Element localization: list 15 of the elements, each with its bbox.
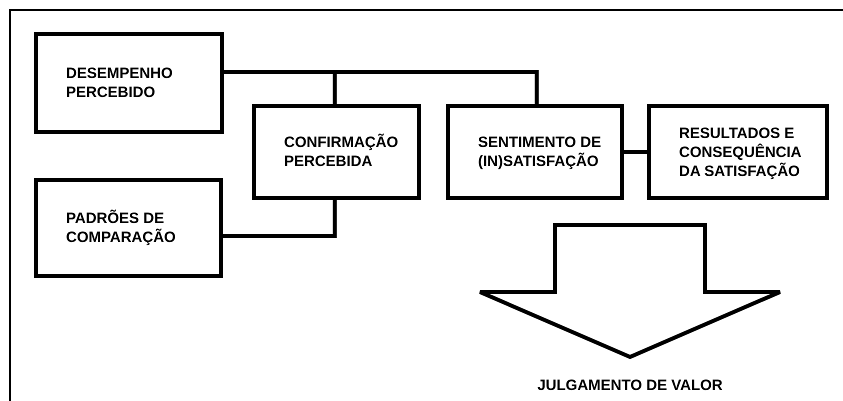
concept-box — [446, 104, 624, 200]
outcome-label: JULGAMENTO DE VALOR — [537, 376, 723, 394]
concept-box — [34, 32, 224, 134]
concept-box — [647, 104, 829, 200]
block-arrow — [478, 223, 782, 360]
box-label: CONFIRMAÇÃO PERCEBIDA — [284, 133, 400, 171]
concept-box — [34, 178, 223, 278]
connector-line — [224, 70, 539, 104]
box-label: PADRÕES DE COMPARAÇÃO — [66, 209, 177, 247]
box-label: SENTIMENTO DE (IN)SATISFAÇÃO — [478, 133, 602, 171]
connector-line — [223, 200, 337, 238]
box-label: RESULTADOS E CONSEQUÊNCIA DA SATISFAÇÃO — [679, 124, 802, 180]
connector-line — [624, 150, 647, 154]
box-label: DESEMPENHO PERCEBIDO — [66, 64, 174, 102]
concept-box — [252, 104, 421, 200]
